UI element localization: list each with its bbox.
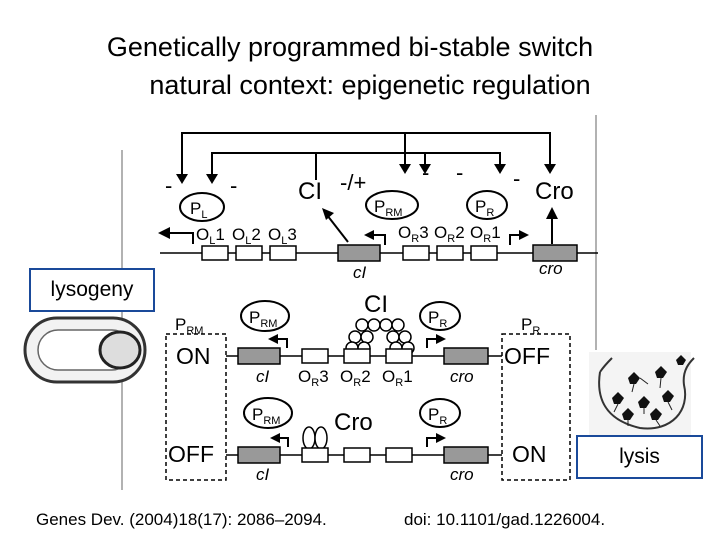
lysed-cell-image [589, 352, 695, 436]
pl-promoter-bubble: PL [179, 192, 225, 222]
on-label-lysogeny: ON [176, 343, 211, 369]
sign-minus-1: - [165, 173, 172, 198]
ol2-label: OL2 [232, 225, 261, 247]
on-label-lysis: ON [512, 441, 547, 467]
ol1-label: OL1 [196, 225, 225, 247]
svg-text:PR: PR [475, 197, 494, 219]
lyso-or2-label: OR2 [340, 367, 371, 389]
right-dashed-box [501, 333, 571, 481]
citation-journal: Genes Dev. (2004)18(17): 2086–2094. [36, 510, 327, 529]
sign-minus-3: - [422, 160, 429, 185]
pr-promoter-bubble: PR [466, 190, 508, 220]
top-ci-gene-label: cI [353, 263, 367, 282]
lysis-ci-gene [237, 446, 281, 464]
lyso-cro-gene [443, 347, 489, 365]
ci-protein-label: CI [298, 178, 322, 205]
ci-dimer-circles [345, 318, 415, 355]
top-cro-gene [532, 244, 578, 262]
top-ci-gene [337, 244, 381, 262]
prm-left-label: PRM [175, 315, 203, 337]
lyso-prm-bubble: PRM [240, 300, 290, 332]
ci-dimers-label: CI [364, 291, 388, 318]
or1-label: OR1 [470, 223, 501, 245]
svg-text:PR: PR [428, 405, 447, 427]
prm-promoter-bubble: PRM [365, 190, 419, 220]
off-label-lysogeny: OFF [504, 343, 550, 369]
lyso-pr-bubble: PR [419, 301, 461, 331]
lysogeny-state-diagram: PRM ON PR OFF CI PRM PR [165, 291, 571, 481]
lysis-state-diagram: PRM PR Cro OFF ON cI cro [168, 397, 547, 484]
lysis-cro-gene-label: cro [450, 465, 474, 484]
ci-production-arrow [326, 214, 349, 243]
svg-text:PRM: PRM [252, 405, 280, 427]
top-regulation-diagram: - - -/+ - - - CI Cro PL PRM PR OL1 OL2 O… [158, 132, 598, 282]
sign-minus-plus: -/+ [340, 170, 366, 195]
lysis-operator-boxes [301, 447, 413, 463]
left-dashed-box [165, 333, 227, 481]
lyso-ci-gene-label: cI [256, 367, 270, 386]
lysis-ci-gene-label: cI [256, 465, 270, 484]
lysis-cro-gene [443, 446, 489, 464]
bacterium-cell-image [23, 316, 147, 384]
lysis-label-box: lysis [576, 435, 703, 479]
off-label-lysis: OFF [168, 441, 214, 467]
or3-label: OR3 [398, 223, 429, 245]
lysogeny-label-box: lysogeny [29, 268, 155, 312]
cro-dimer-label: Cro [334, 409, 373, 436]
ol3-label: OL3 [268, 225, 297, 247]
lyso-or3-label: OR3 [298, 367, 329, 389]
svg-text:PR: PR [428, 308, 447, 330]
lysis-pr-bubble: PR [419, 398, 461, 428]
cro-dimer-ovals [302, 426, 328, 450]
citation-doi: doi: 10.1101/gad.1226004. [404, 510, 606, 529]
lyso-cro-gene-label: cro [450, 367, 474, 386]
sign-minus-2: - [230, 173, 237, 198]
svg-text:PRM: PRM [249, 308, 277, 330]
phage-particles [612, 355, 686, 420]
or2-label: OR2 [434, 223, 465, 245]
feedback-lines [181, 132, 551, 182]
top-cro-gene-label: cro [539, 259, 563, 278]
lysis-prm-bubble: PRM [243, 397, 293, 429]
lyso-or1-label: OR1 [382, 367, 413, 389]
svg-text:PL: PL [190, 199, 207, 221]
title-line-1: Genetically programmed bi-stable switch [106, 32, 594, 62]
lyso-ci-gene [237, 347, 281, 365]
cro-protein-label: Cro [535, 178, 574, 205]
sign-minus-4: - [456, 160, 463, 185]
lyso-operator-boxes [301, 348, 413, 364]
pr-right-label: PR [521, 315, 540, 337]
title-line-2: natural context: epigenetic regulation [149, 70, 591, 100]
feedback-arrowheads [176, 164, 556, 184]
top-operator-boxes [201, 245, 498, 261]
svg-text:PRM: PRM [374, 197, 402, 219]
sign-minus-5: - [513, 166, 520, 191]
